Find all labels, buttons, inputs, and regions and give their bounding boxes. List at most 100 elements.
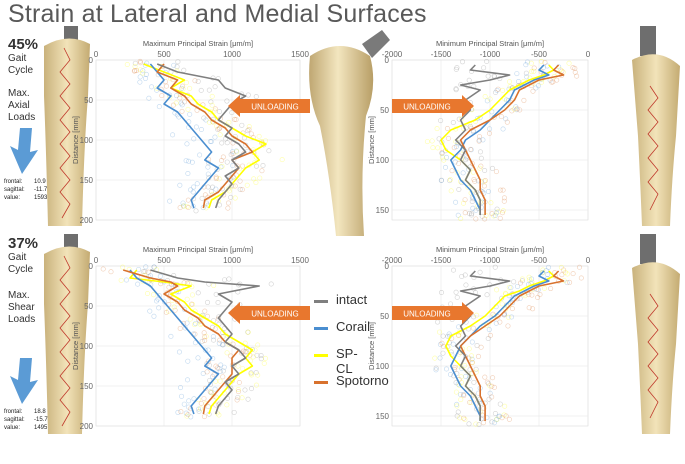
scatter-point — [455, 409, 461, 415]
y-tick-label: 50 — [380, 106, 389, 115]
scatter-point — [494, 87, 500, 93]
scatter-point — [254, 352, 260, 358]
proximal-femur-model — [309, 30, 390, 236]
scatter-point — [437, 342, 443, 348]
scatter-point — [205, 404, 211, 410]
scatter-point — [503, 306, 509, 312]
x-tick-label: 1500 — [291, 256, 309, 265]
scatter-point — [529, 292, 535, 298]
y-axis-title: Distance [mm] — [367, 116, 376, 164]
frontal-key: frontal: — [4, 409, 23, 415]
legend-swatch — [314, 381, 328, 384]
scatter-point — [180, 203, 186, 209]
scatter-point — [463, 157, 469, 163]
scatter-point — [439, 177, 445, 183]
scatter-point — [246, 127, 252, 133]
scatter-point — [531, 68, 537, 74]
scatter-point — [564, 271, 570, 277]
y-tick-label: 200 — [80, 216, 94, 225]
scatter-point — [142, 268, 148, 274]
scatter-point — [180, 200, 186, 206]
scatter-point — [161, 299, 167, 305]
scatter-point — [187, 85, 193, 91]
x-tick-label: 500 — [157, 50, 171, 59]
scatter-point — [167, 198, 173, 204]
scatter-point — [474, 343, 480, 349]
scatter-point — [196, 406, 202, 412]
scatter-point — [245, 329, 251, 335]
scatter-point — [135, 281, 141, 287]
scatter-point — [469, 356, 475, 362]
scatter-point — [180, 83, 186, 89]
scatter-point — [471, 177, 477, 183]
scatter-point — [201, 414, 207, 420]
scatter-point — [208, 189, 214, 195]
scatter-point — [232, 116, 238, 122]
scatter-point — [476, 134, 482, 140]
scatter-point — [219, 342, 225, 348]
scatter-point — [500, 208, 506, 214]
scatter-point — [185, 205, 191, 211]
scatter-point — [210, 374, 216, 380]
scatter-point — [217, 368, 223, 374]
scatter-point — [506, 284, 512, 290]
scatter-point — [477, 269, 483, 275]
value-key: value: — [4, 195, 21, 201]
scatter-point — [558, 264, 564, 270]
x-tick-label: 1000 — [223, 50, 241, 59]
scatter-point — [134, 68, 140, 74]
scatter-point — [198, 87, 204, 93]
scatter-point — [159, 93, 165, 99]
scatter-point — [506, 98, 512, 104]
scatter-point — [195, 78, 201, 84]
scatter-point — [434, 126, 440, 132]
scatter-point — [442, 164, 448, 170]
scatter-point — [523, 70, 529, 76]
scatter-point — [509, 296, 515, 302]
scatter-point — [545, 264, 551, 270]
scatter-point — [489, 419, 495, 425]
scatter-point — [223, 122, 229, 128]
scatter-point — [211, 372, 217, 378]
scatter-point — [256, 133, 262, 139]
scatter-point — [501, 195, 507, 201]
scatter-point — [466, 376, 472, 382]
x-tick-label: 500 — [157, 256, 171, 265]
scatter-point — [197, 318, 203, 324]
scatter-point — [268, 281, 274, 287]
y-tick-label: 0 — [385, 262, 390, 271]
scatter-point — [193, 321, 199, 327]
scatter-point — [201, 330, 207, 336]
scatter-point — [487, 126, 493, 132]
scatter-point — [215, 198, 221, 204]
scatter-point — [489, 165, 495, 171]
scatter-point — [248, 371, 254, 377]
scatter-point — [184, 296, 190, 302]
unloading-arrow: UNLOADING — [392, 302, 474, 324]
scatter-point — [205, 347, 211, 353]
scatter-point — [458, 216, 464, 222]
scatter-point — [213, 363, 219, 369]
scatter-point — [482, 167, 488, 173]
scatter-point — [185, 377, 191, 383]
scatter-point — [567, 279, 573, 285]
scatter-point — [517, 107, 523, 113]
load-line-3: Loads — [8, 314, 36, 325]
scatter-point — [213, 378, 219, 384]
scatter-point — [523, 62, 529, 68]
scatter-point — [526, 305, 532, 311]
series-line-spotorno — [459, 64, 565, 215]
scatter-point — [570, 65, 576, 71]
scatter-point — [467, 123, 473, 129]
sagittal-value: -11.7 deg — [34, 187, 59, 193]
scatter-point — [446, 331, 452, 337]
scatter-point — [156, 305, 162, 311]
series-line-corail — [129, 269, 220, 415]
scatter-point — [215, 316, 221, 322]
gait-percent: 45% — [8, 36, 39, 53]
scatter-point — [257, 175, 263, 181]
scatter-point — [212, 326, 218, 332]
scatter-point — [485, 381, 491, 387]
scatter-point — [258, 353, 264, 359]
